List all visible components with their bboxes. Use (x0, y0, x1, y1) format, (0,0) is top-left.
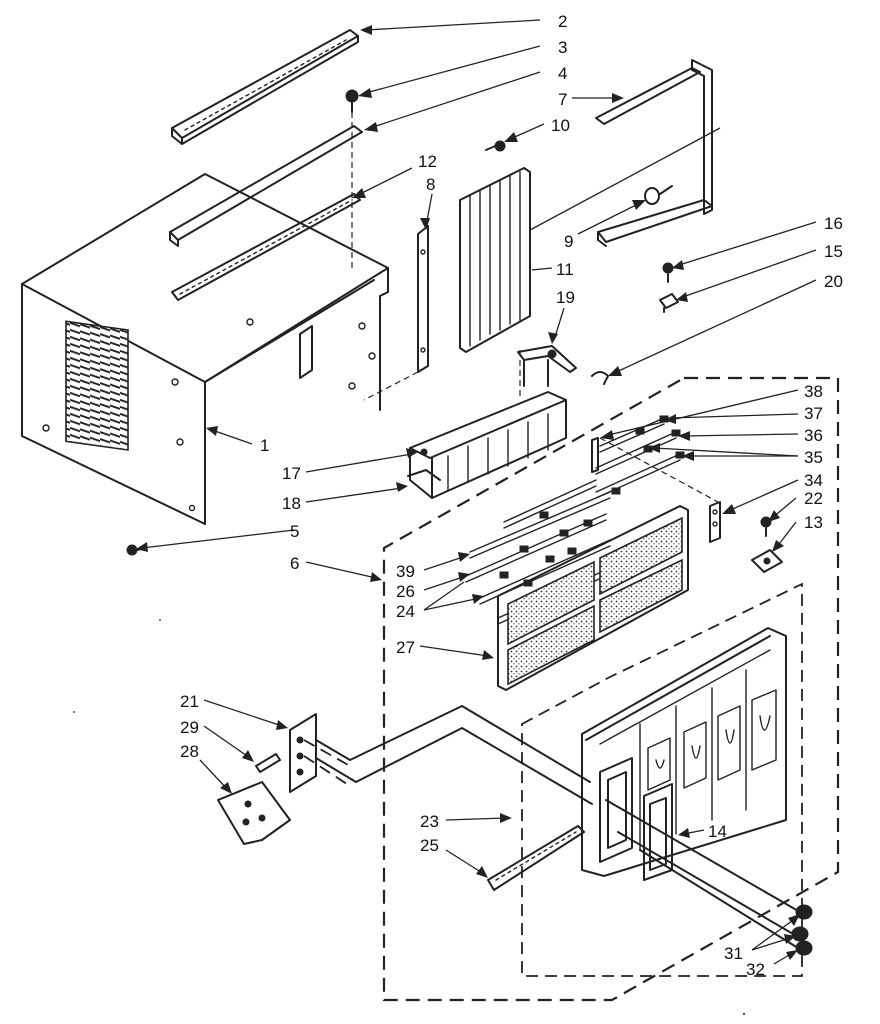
callout-38: 38 (804, 382, 823, 401)
part-38-pin (591, 437, 599, 473)
part-8-bracket (417, 225, 429, 373)
callout-1: 1 (260, 436, 269, 455)
callout-31: 31 (724, 944, 743, 963)
callout-16: 16 (824, 214, 843, 233)
callout-37: 37 (804, 404, 823, 423)
part-7-top-channel (595, 67, 701, 125)
callout-17: 17 (282, 464, 301, 483)
part-28-bracket (217, 781, 291, 845)
callout-22: 22 (804, 489, 823, 508)
callout-13: 13 (804, 513, 823, 532)
callout-9: 9 (564, 232, 573, 251)
callout-12: 12 (418, 152, 437, 171)
part-29-shaft (255, 753, 281, 773)
part-4-seal-strip (169, 125, 363, 247)
part-22-screw (760, 516, 772, 537)
callout-26: 26 (396, 582, 415, 601)
part-11-louver-panel (459, 167, 531, 353)
alignment-guides (351, 112, 719, 503)
callout-27: 27 (396, 638, 415, 657)
part-9-side-frame (597, 59, 713, 247)
callout-14: 14 (708, 822, 727, 841)
part-12-rail (171, 193, 361, 301)
callout-20: 20 (824, 272, 843, 291)
callout-7: 7 (558, 90, 567, 109)
part-27-filter (497, 505, 689, 691)
callout-21: 21 (180, 692, 199, 711)
part-16-screw (662, 262, 674, 283)
front-assembly-dashed-outline (382, 376, 840, 1002)
callout-18: 18 (282, 494, 301, 513)
part-13-mount (751, 549, 783, 573)
callout-2: 2 (558, 12, 567, 31)
callout-labels: 2 3 4 7 10 12 8 9 16 15 20 11 19 38 37 3… (180, 12, 843, 979)
callout-34: 34 (804, 471, 823, 490)
callout-8: 8 (426, 175, 435, 194)
callout-4: 4 (558, 64, 567, 83)
callout-35: 35 (804, 448, 823, 467)
callout-39: 39 (396, 562, 415, 581)
callout-5: 5 (290, 522, 299, 541)
part-21-plate (289, 713, 317, 793)
callout-6: 6 (290, 554, 299, 573)
scan-specks (73, 619, 746, 1016)
part-17-18-base-tray (407, 391, 567, 499)
leader-lines (136, 19, 817, 965)
callout-19: 19 (556, 288, 575, 307)
front-grille (581, 627, 787, 881)
part-20-clip (591, 371, 609, 385)
part-25-side-strip (487, 825, 585, 891)
callout-32: 32 (746, 960, 765, 979)
part-15-clip (659, 293, 679, 313)
callout-23: 23 (420, 812, 439, 831)
part-19-linkage (517, 345, 577, 387)
callout-25: 25 (420, 836, 439, 855)
part-2-top-rail (171, 29, 359, 145)
callout-24: 24 (396, 602, 415, 621)
part-10-screw (485, 140, 506, 152)
callout-28: 28 (180, 742, 199, 761)
callout-36: 36 (804, 426, 823, 445)
part-32-knob (795, 940, 813, 956)
control-cables (303, 705, 801, 949)
part-31-knobs (791, 904, 813, 942)
callout-29: 29 (180, 718, 199, 737)
callout-10: 10 (551, 116, 570, 135)
callout-11: 11 (556, 260, 574, 279)
callout-15: 15 (824, 242, 843, 261)
part-34-shaft (709, 501, 721, 543)
callout-3: 3 (558, 38, 567, 57)
part-3-screw (345, 89, 359, 113)
part-1-cabinet (21, 173, 389, 525)
